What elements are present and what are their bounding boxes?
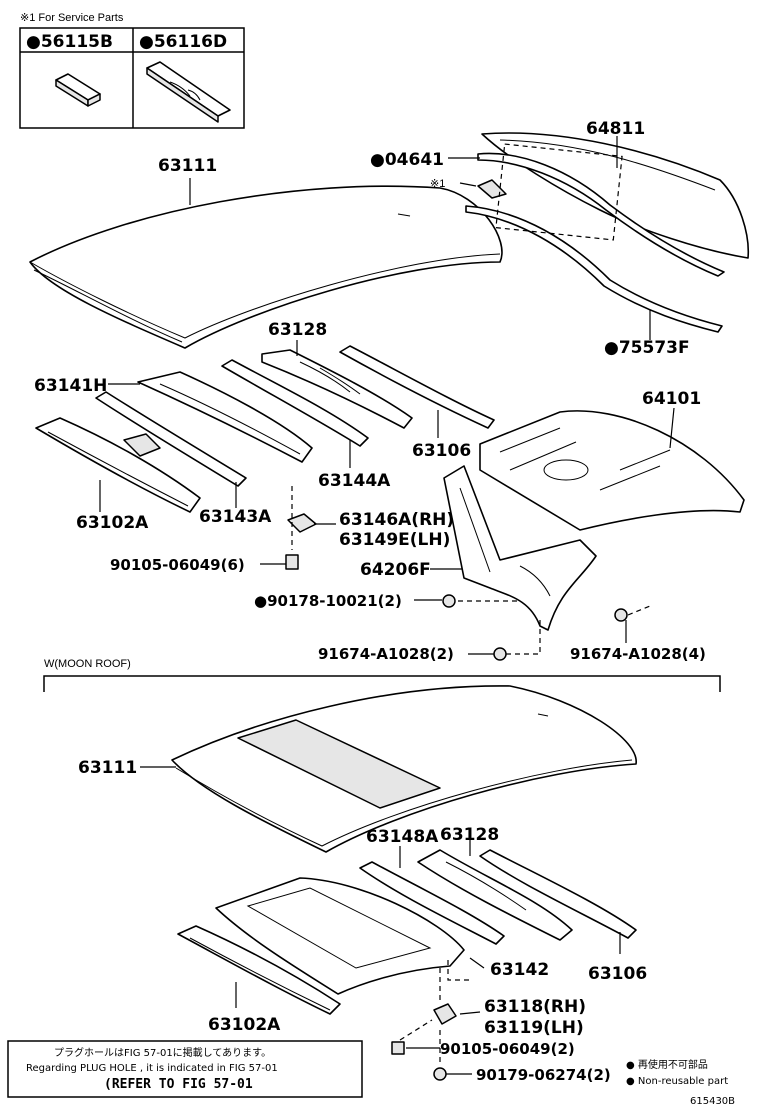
nut-91674-left xyxy=(493,647,507,661)
label-90178: ●90178-10021(2) xyxy=(254,592,402,610)
service-parts-box: ※1 For Service Parts ●56115B ●56116D xyxy=(19,12,245,129)
label-63118-rh: 63118(RH) xyxy=(484,997,586,1017)
label-75573f: ●75573F xyxy=(604,338,690,358)
label-90105-upper: 90105-06049(6) xyxy=(110,556,245,574)
roof-bow-63143a xyxy=(95,391,247,487)
figure-number: 615430B xyxy=(690,1096,735,1107)
label-64206f: 64206F xyxy=(360,560,431,580)
note-english: Regarding PLUG HOLE , it is indicated in… xyxy=(26,1063,278,1074)
service-part-56116d-label: ●56116D xyxy=(139,32,227,52)
roof-panel-63111-upper xyxy=(29,185,503,349)
label-63148a: 63148A xyxy=(366,827,439,847)
label-63102a-upper: 63102A xyxy=(76,513,149,533)
label-63102a-lower: 63102A xyxy=(208,1015,281,1035)
reinforcement-64206f xyxy=(443,465,597,631)
molding-75573f xyxy=(465,205,723,333)
label-91674-right: 91674-A1028(4) xyxy=(570,645,706,663)
roof-bow-63128-upper xyxy=(261,349,413,429)
section-title-moon-roof: W(MOON ROOF) xyxy=(44,658,131,670)
label-service-ref: ※1 xyxy=(430,178,445,190)
label-63128-lower: 63128 xyxy=(440,825,499,845)
service-part-56116d-drawing xyxy=(146,61,231,123)
service-parts-frame xyxy=(19,27,245,129)
label-90105-lower: 90105-06049(2) xyxy=(440,1040,575,1058)
roof-bow-63148a xyxy=(359,861,505,945)
sunroof-frame-63142 xyxy=(215,877,465,995)
bolt-90105-upper xyxy=(285,554,299,570)
label-64101: 64101 xyxy=(642,389,701,409)
label-63143a: 63143A xyxy=(199,507,272,527)
leaders-upper xyxy=(99,136,675,655)
section-bracket xyxy=(43,675,721,692)
note-reference: (REFER TO FIG 57-01 xyxy=(104,1077,253,1092)
roof-panel-63111-moonroof xyxy=(171,685,637,853)
bracket-63118 xyxy=(433,1003,457,1025)
leaders-lower xyxy=(140,766,621,1075)
label-63106-upper: 63106 xyxy=(412,441,471,461)
legend-english: ● Non-reusable part xyxy=(626,1076,728,1087)
back-window-glass-64811 xyxy=(481,132,750,259)
label-63141h: 63141H xyxy=(34,376,107,396)
label-63111-upper: 63111 xyxy=(158,156,217,176)
note-frame xyxy=(7,1040,363,1098)
nut-90179 xyxy=(433,1067,447,1081)
label-63119-lh: 63119(LH) xyxy=(484,1018,584,1038)
plug-hole-note: プラグホールはFIG 57-01に掲載してあります。 Regarding PLU… xyxy=(7,1040,363,1098)
weatherstrip-04641 xyxy=(477,152,725,277)
roof-bow-63106-upper xyxy=(339,345,495,429)
label-63142: 63142 xyxy=(490,960,549,980)
bolt-90105-lower xyxy=(391,1041,405,1055)
label-90179: 90179-06274(2) xyxy=(476,1066,611,1084)
roof-bow-63141h xyxy=(137,371,313,463)
nut-90178 xyxy=(442,594,456,608)
label-63144a: 63144A xyxy=(318,471,391,491)
service-parts-title: ※1 For Service Parts xyxy=(20,12,124,24)
label-91674-left: 91674-A1028(2) xyxy=(318,645,454,663)
nut-91674-right xyxy=(614,608,628,622)
label-63128-upper: 63128 xyxy=(268,320,327,340)
roof-bow-63106-lower xyxy=(479,849,637,939)
front-header-63102a-lower xyxy=(177,925,341,1015)
package-tray-64101 xyxy=(479,410,745,531)
label-64811: 64811 xyxy=(586,119,645,139)
service-part-location-marker xyxy=(477,179,507,199)
front-header-63102a-upper xyxy=(35,417,201,513)
label-63149e-lh: 63149E(LH) xyxy=(339,530,450,550)
note-japanese: プラグホールはFIG 57-01に掲載してあります。 xyxy=(54,1046,271,1059)
bolt-guides-lower xyxy=(399,968,441,1066)
label-63106-lower: 63106 xyxy=(588,964,647,984)
label-63146a-rh: 63146A(RH) xyxy=(339,510,454,530)
legend-japanese: ● 再使用不可部品 xyxy=(626,1058,708,1071)
roof-bow-63128-lower xyxy=(417,849,573,941)
frame-guide-lower xyxy=(447,960,470,981)
nut-guides-upper xyxy=(458,600,651,655)
service-part-56115b-label: ●56115B xyxy=(26,32,113,52)
label-63111-moonroof: 63111 xyxy=(78,758,137,778)
roof-bow-63144a xyxy=(221,359,369,447)
service-part-56115b-drawing xyxy=(55,73,101,107)
label-04641: ●04641 xyxy=(370,150,444,170)
service-part-detail-frame xyxy=(495,143,623,241)
